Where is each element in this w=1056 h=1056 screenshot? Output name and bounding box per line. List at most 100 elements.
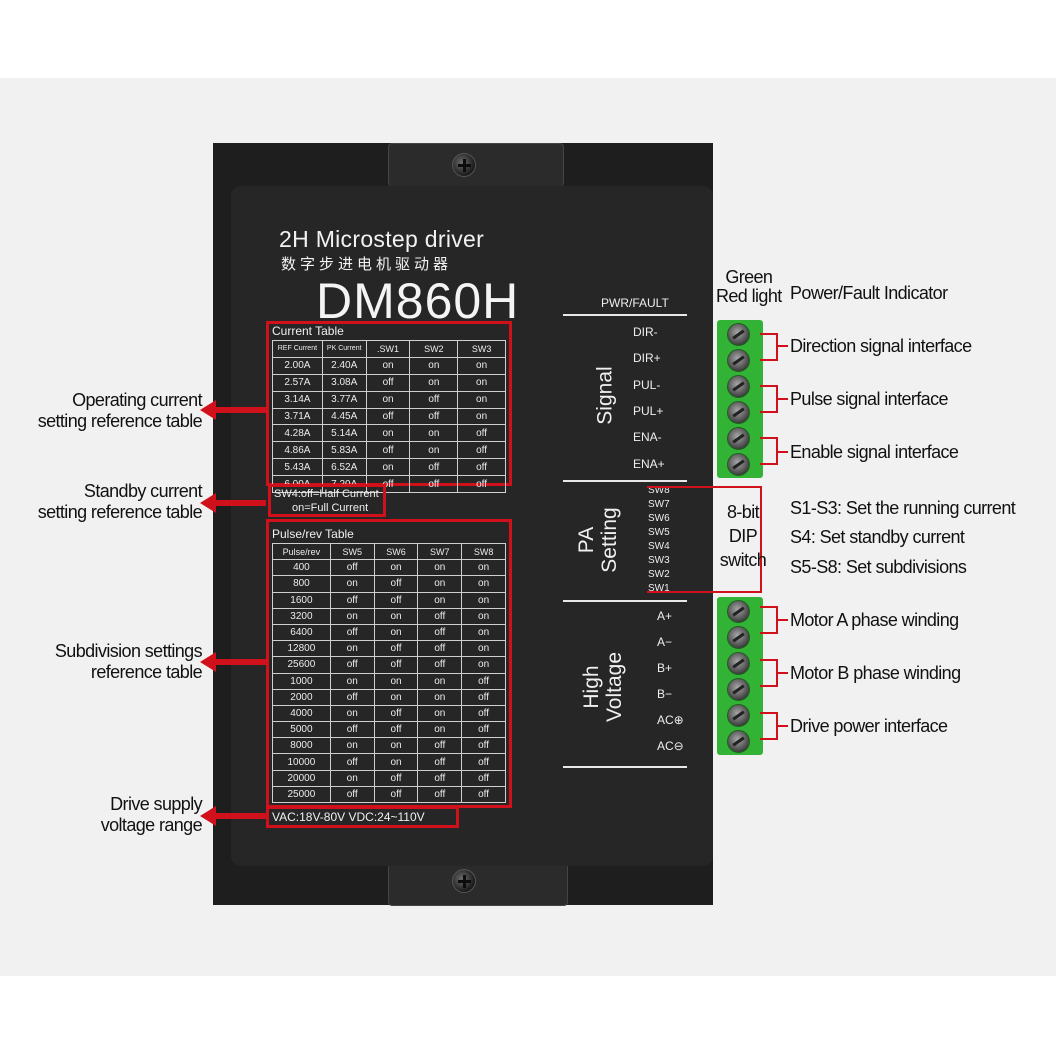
signal-pin-label: PUL- xyxy=(633,377,661,392)
pwr-fault-label: PWR/FAULT xyxy=(601,296,669,310)
table-cell: on xyxy=(461,591,506,609)
callout-line: voltage range xyxy=(100,815,203,835)
table-cell: off xyxy=(461,785,506,804)
callout-line: Drive supply xyxy=(110,794,202,814)
dip-switch-label: SW7 xyxy=(648,499,670,510)
table-cell: 4.28A xyxy=(272,424,323,443)
table-cell: off xyxy=(329,785,375,804)
standby-current-note: SW4:off=Half Current on=Full Current xyxy=(268,484,386,517)
bracket-enable xyxy=(760,437,778,465)
callout-dip-s1-s3: S1-S3: Set the running current xyxy=(790,498,1016,518)
table-cell: on xyxy=(373,607,419,625)
table-cell: 5.83A xyxy=(321,441,367,460)
table-header: SW8 xyxy=(461,542,506,561)
standby-note-line: on=Full Current xyxy=(292,502,369,514)
callout-line: Standby current xyxy=(83,481,203,501)
divider xyxy=(563,314,687,316)
callout-line: reference table xyxy=(90,662,203,682)
table-cell: off xyxy=(461,672,506,690)
table-cell: 6.52A xyxy=(321,458,367,477)
bracket-pulse xyxy=(760,385,778,413)
table-cell: on xyxy=(409,424,459,443)
table-cell: on xyxy=(457,407,506,426)
table-cell: off xyxy=(365,373,411,392)
table-cell: off xyxy=(329,591,375,609)
table-cell: 3200 xyxy=(272,607,331,625)
table-header: REF Current xyxy=(272,340,323,358)
table-cell: 25000 xyxy=(272,785,331,804)
dip-label-line: switch xyxy=(719,550,767,570)
table-cell: on xyxy=(365,458,411,477)
table-cell: 2000 xyxy=(272,688,331,706)
screw-icon xyxy=(452,153,476,177)
high-voltage-section-label: High Voltage xyxy=(580,632,626,742)
led-color-label: Green Red light xyxy=(716,268,782,306)
bracket-drive-power xyxy=(760,712,778,740)
hv-label-line: High xyxy=(580,665,603,709)
dip-switch-label: SW4 xyxy=(648,541,670,552)
current-table: REF Current PK Current .SW1 SW2 SW3 2.00… xyxy=(272,340,506,494)
table-cell: on xyxy=(457,390,506,409)
table-cell: on xyxy=(417,672,463,690)
table-cell: 20000 xyxy=(272,769,331,787)
table-cell: on xyxy=(373,688,419,706)
signal-pin-label: PUL+ xyxy=(633,403,664,418)
table-cell: on xyxy=(329,640,375,658)
table-cell: off xyxy=(409,475,459,494)
screw-icon xyxy=(452,869,476,893)
callout-power-fault: Power/Fault Indicator xyxy=(790,283,948,303)
table-cell: 1600 xyxy=(272,591,331,609)
table-cell: 4.86A xyxy=(272,441,323,460)
table-header-row: REF Current PK Current .SW1 SW2 SW3 xyxy=(272,340,506,358)
table-cell: on xyxy=(373,559,419,577)
table-cell: off xyxy=(457,458,506,477)
callout-subdivision: Subdivision settings reference table xyxy=(10,641,203,683)
callout-dip-s5-s8: S5-S8: Set subdivisions xyxy=(790,557,967,577)
table-cell: 3.14A xyxy=(272,390,323,409)
power-pin-label: A+ xyxy=(657,609,673,623)
connector-line xyxy=(778,451,788,453)
screw-terminal-icon xyxy=(727,323,750,346)
table-cell: on xyxy=(461,559,506,577)
dip-switch-label: SW5 xyxy=(648,527,670,538)
table-cell: off xyxy=(373,721,419,739)
screw-terminal-icon xyxy=(727,704,750,727)
table-header: Pulse/rev xyxy=(272,542,331,561)
signal-pin-label: DIR+ xyxy=(633,351,661,366)
screw-terminal-icon xyxy=(727,678,750,701)
table-cell: 2.57A xyxy=(272,373,323,392)
table-cell: 5000 xyxy=(272,721,331,739)
table-cell: on xyxy=(373,737,419,755)
table-cell: 6400 xyxy=(272,623,331,642)
table-cell: on xyxy=(329,737,375,755)
screw-terminal-icon xyxy=(727,349,750,372)
table-cell: off xyxy=(417,785,463,804)
table-cell: on xyxy=(409,373,459,392)
callout-standby-current: Standby current setting reference table xyxy=(10,481,203,523)
table-cell: 4.45A xyxy=(321,407,367,426)
screw-terminal-icon xyxy=(727,652,750,675)
table-cell: off xyxy=(461,737,506,755)
arrow-icon xyxy=(200,806,266,826)
table-cell: 10000 xyxy=(272,753,331,771)
table-cell: on xyxy=(461,607,506,625)
table-cell: 3.77A xyxy=(321,390,367,409)
signal-section-label: Signal xyxy=(593,366,617,425)
table-cell: on xyxy=(417,575,463,593)
callout-drive-power: Drive power interface xyxy=(790,716,948,736)
screw-terminal-icon xyxy=(727,427,750,450)
table-cell: 4000 xyxy=(272,704,331,723)
pa-label-line: PA xyxy=(575,526,598,554)
table-cell: off xyxy=(461,704,506,723)
dip-label-line: DIP xyxy=(728,526,758,546)
